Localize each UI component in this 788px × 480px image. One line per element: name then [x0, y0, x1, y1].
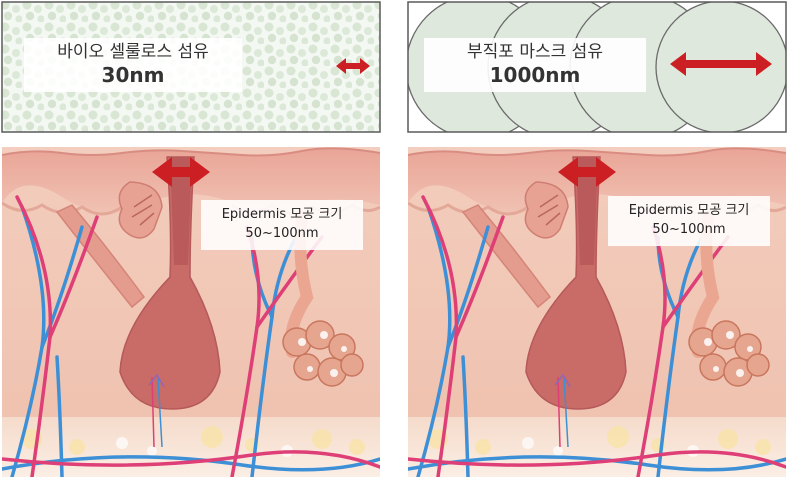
cellulose-label: 바이오 셀룰로스 섬유 30nm — [24, 38, 242, 93]
cellulose-title: 바이오 셀룰로스 섬유 — [57, 42, 209, 62]
cellulose-size: 30nm — [101, 63, 165, 88]
mask-fiber-label: 부직포 마스크 섬유 1000nm — [424, 38, 646, 93]
pore-label-title: Epidermis 모공 크기 — [221, 207, 343, 222]
mask-fiber-title: 부직포 마스크 섬유 — [467, 42, 603, 62]
fiber-size-arrow-large — [670, 52, 772, 76]
skin-diagram-left — [2, 147, 380, 477]
mask-fiber-size: 1000nm — [489, 63, 581, 88]
pore-label-size: 50~100nm — [245, 225, 319, 241]
pore-size-label-right: Epidermis 모공 크기 50~100nm — [608, 196, 770, 246]
pore-label-title: Epidermis 모공 크기 — [628, 203, 750, 218]
pore-size-label-left: Epidermis 모공 크기 50~100nm — [201, 200, 363, 250]
pore-label-size: 50~100nm — [652, 221, 726, 237]
fiber-size-arrow-small — [336, 58, 370, 74]
